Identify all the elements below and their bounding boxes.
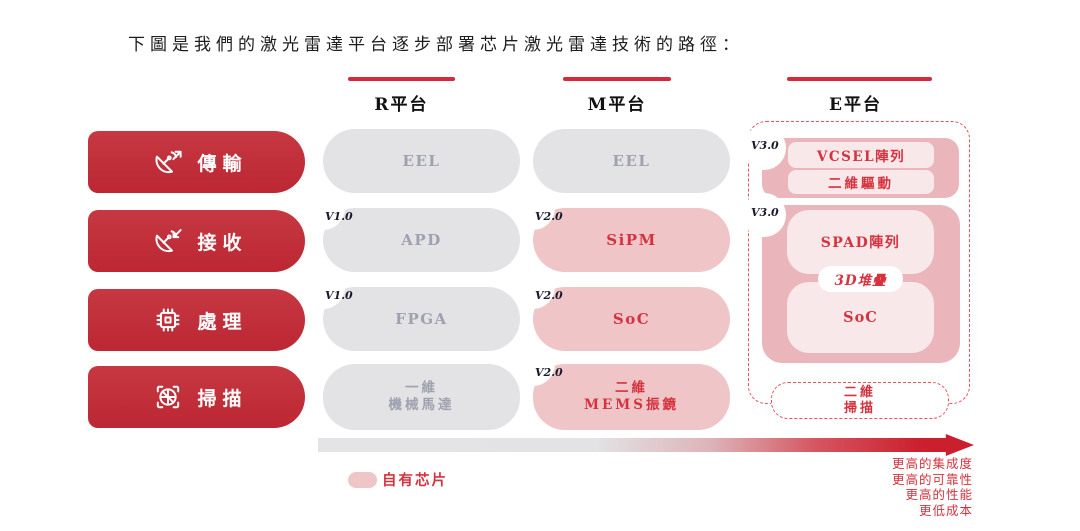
cell-value: FPGA	[395, 310, 448, 328]
version-label: V1.0	[325, 210, 353, 223]
row-header-transmit: 傳輸	[88, 131, 305, 193]
version-label: V2.0	[535, 289, 563, 302]
cell-value: EEL	[402, 152, 441, 170]
spad-array-pill: SPAD陣列	[787, 210, 934, 274]
version-notch	[511, 265, 555, 309]
cell-m-scan: V2.0 二維 MEMS振鏡	[511, 342, 730, 430]
e-platform-underline	[787, 77, 932, 81]
cell-value: 一維	[405, 380, 438, 396]
row-header-receive: 接收	[88, 210, 305, 272]
cell-value: EEL	[612, 152, 651, 170]
cell-value: 機械馬達	[388, 397, 455, 413]
cell-r-process: V1.0 FPGA	[301, 265, 520, 351]
r-platform-header: R平台	[374, 95, 429, 115]
e-scan-pill: 二維 掃描	[771, 382, 949, 419]
row-label: 傳輸	[197, 152, 248, 175]
version-notch	[742, 126, 786, 170]
cell-value: APD	[401, 231, 442, 249]
cell-value: MEMS振鏡	[584, 397, 679, 413]
3d-stacking-pill: 3D堆疊	[818, 266, 903, 292]
chip-icon	[151, 303, 185, 337]
cell-r-transmit: EEL	[323, 129, 520, 193]
version-label: V1.0	[325, 289, 353, 302]
e-soc-pill: SoC	[787, 282, 934, 353]
version-label: V3.0	[751, 139, 779, 152]
cell-r-receive: V1.0 APD	[301, 186, 520, 272]
legend-own-chip-swatch	[348, 472, 377, 488]
cell-value: 掃描	[843, 400, 876, 416]
version-notch	[301, 186, 345, 230]
arrow-benefit-labels: 更高的集成度 更高的可靠性 更高的性能 更低成本	[892, 456, 973, 518]
cell-value: 二維	[843, 384, 876, 400]
satellite-transmit-icon	[151, 145, 185, 179]
legend-own-chip-label: 自有芯片	[382, 472, 448, 489]
cell-m-transmit: EEL	[533, 129, 730, 193]
cell-value: 二維	[615, 380, 648, 396]
m-platform-underline	[563, 77, 671, 81]
m-platform-header: M平台	[587, 95, 647, 115]
2d-drive-pill: 二維驅動	[788, 170, 934, 194]
version-label: V2.0	[535, 366, 563, 379]
row-header-process: 處理	[88, 289, 305, 351]
diagram-title: 下圖是我們的激光雷達平台逐步部署芯片激光雷達技術的路徑：	[128, 35, 744, 55]
version-label: V2.0	[535, 210, 563, 223]
cell-m-process: V2.0 SoC	[511, 265, 730, 351]
row-label: 接收	[197, 231, 248, 254]
version-notch	[511, 186, 555, 230]
e-transmit-block: V3.0 VCSEL陣列 二維驅動	[742, 126, 959, 198]
version-notch	[511, 342, 555, 386]
benefit-label: 更低成本	[918, 502, 973, 518]
cell-m-receive: V2.0 SiPM	[511, 186, 730, 272]
cell-value: SoC	[612, 310, 651, 328]
e-platform-header: E平台	[829, 95, 882, 115]
version-label: V3.0	[751, 206, 779, 219]
benefit-label: 更高的可靠性	[891, 471, 973, 487]
version-notch	[742, 193, 786, 237]
scan-icon	[151, 380, 185, 414]
benefit-label: 更高的性能	[905, 487, 973, 502]
cell-value: SiPM	[606, 231, 657, 249]
cell-r-scan: 一維 機械馬達	[323, 364, 520, 430]
row-label: 處理	[197, 310, 248, 333]
e-receive-process-block: V3.0 SPAD陣列 3D堆疊 SoC	[742, 193, 960, 363]
vcsel-array-pill: VCSEL陣列	[788, 142, 934, 168]
progress-arrow	[318, 434, 974, 456]
benefit-label: 更高的集成度	[891, 456, 973, 471]
r-platform-underline	[348, 77, 455, 81]
row-label: 掃描	[197, 387, 248, 410]
version-notch	[301, 265, 345, 309]
row-header-scan: 掃描	[88, 366, 305, 428]
satellite-receive-icon	[151, 224, 185, 258]
